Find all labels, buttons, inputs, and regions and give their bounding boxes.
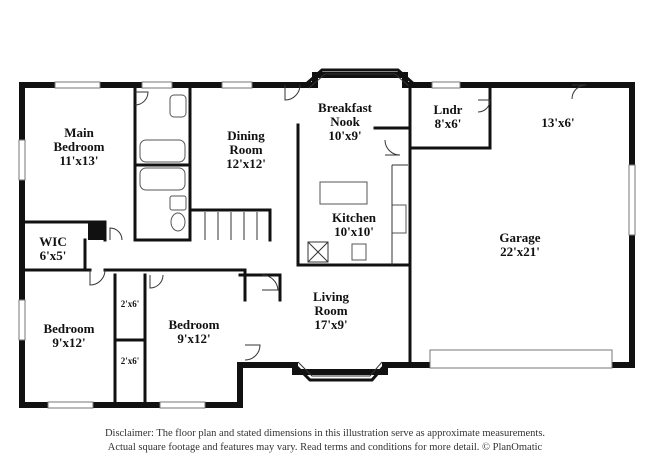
bedroom-1-dims: 9'x12' — [52, 335, 85, 350]
laundry-dims: 8'x6' — [435, 116, 462, 131]
living-room-label: Living — [313, 289, 350, 304]
garage-dims: 22'x21' — [500, 244, 540, 259]
room-labels: Main Bedroom 11'x13' WIC 6'x5' Dining Ro… — [39, 100, 574, 366]
dining-room-dims: 12'x12' — [226, 156, 266, 171]
wic-label: WIC — [39, 234, 66, 249]
main-bedroom-dims: 11'x13' — [59, 153, 98, 168]
stairs — [204, 212, 258, 240]
laundry-label: Lndr — [434, 102, 463, 117]
disclaimer-line-2: Actual square footage and features may v… — [107, 442, 543, 453]
kitchen-dims: 10'x10' — [334, 224, 374, 239]
storage-dims: 13'x6' — [541, 115, 574, 130]
living-room-dims: 17'x9' — [314, 317, 347, 332]
main-bedroom-label-2: Bedroom — [53, 139, 104, 154]
kitchen-fixtures — [307, 164, 408, 265]
bay-window-living — [292, 361, 388, 382]
bay-window — [302, 68, 418, 89]
breakfast-nook-dims: 10'x9' — [328, 128, 361, 143]
living-room-label-2: Room — [314, 303, 347, 318]
bedroom-2-dims: 9'x12' — [177, 331, 210, 346]
kitchen-label: Kitchen — [332, 210, 377, 225]
closet-2-dims: 2'x6' — [121, 356, 140, 366]
closet-1-dims: 2'x6' — [121, 299, 140, 309]
door-swings — [89, 84, 587, 361]
bath-fixtures — [139, 94, 187, 232]
dining-room-label: Dining — [227, 128, 265, 143]
garage-label: Garage — [499, 230, 540, 245]
bedroom-1-label: Bedroom — [43, 321, 94, 336]
breakfast-nook-label-2: Nook — [330, 114, 360, 129]
windows — [18, 81, 636, 409]
breakfast-nook-label: Breakfast — [318, 100, 373, 115]
main-bedroom-label: Main — [64, 125, 94, 140]
interior-walls — [20, 83, 492, 407]
disclaimer-line-1: Disclaimer: The floor plan and stated di… — [104, 428, 546, 439]
dining-room-label-2: Room — [229, 142, 262, 157]
wic-dims: 6'x5' — [40, 248, 67, 263]
bedroom-2-label: Bedroom — [168, 317, 219, 332]
